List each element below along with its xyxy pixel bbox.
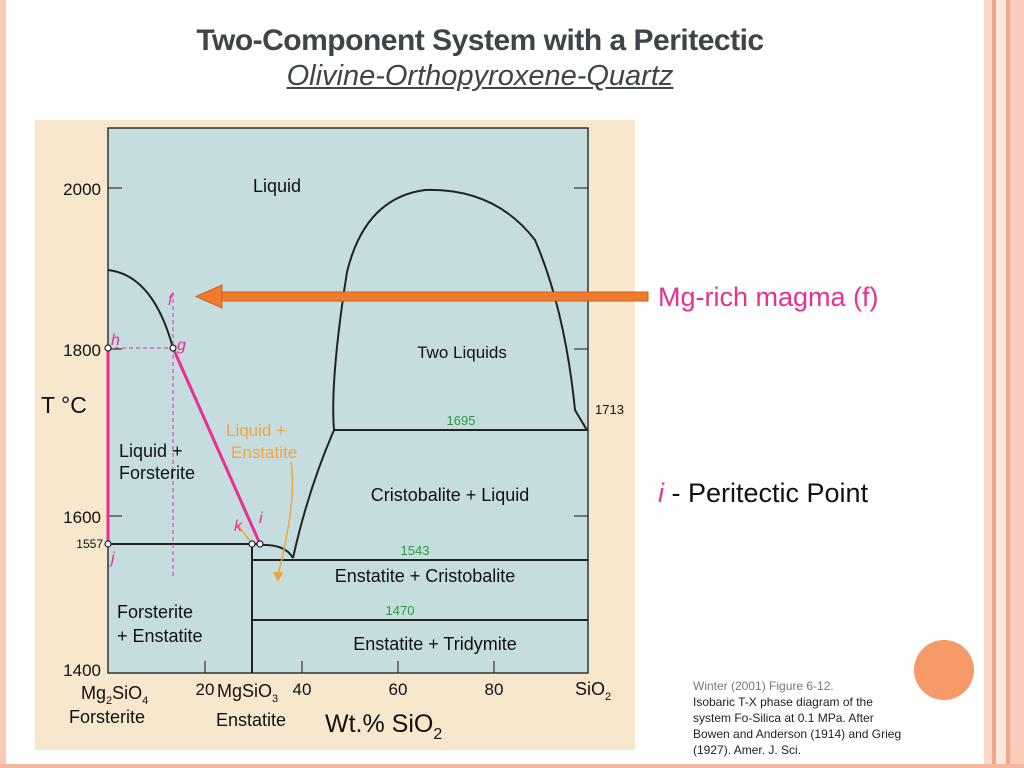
isotherm-label-1543: 1543 bbox=[401, 543, 430, 558]
citation-body: Isobaric T-X phase diagram of the system… bbox=[693, 695, 902, 757]
region-liq-fo-2: Forsterite bbox=[119, 463, 195, 483]
label-j: j bbox=[109, 550, 115, 567]
region-two-liquids: Two Liquids bbox=[417, 343, 507, 362]
annotation-peritectic: i - Peritectic Point bbox=[658, 478, 868, 509]
point-i bbox=[256, 540, 264, 548]
label-h: h bbox=[111, 332, 120, 349]
region-liq-en-1: Liquid + bbox=[226, 421, 286, 440]
region-enstatite-cristobalite: Enstatite + Cristobalite bbox=[335, 566, 516, 586]
decorative-circle bbox=[914, 640, 974, 700]
y-tick-2000: 2000 bbox=[63, 180, 101, 199]
y-tick-1600: 1600 bbox=[63, 508, 101, 527]
y-tick-1557: 1557 bbox=[76, 537, 103, 551]
immiscibility-dome bbox=[332, 188, 588, 431]
plot-area bbox=[107, 127, 589, 674]
axis-ticks bbox=[108, 187, 588, 673]
x-tick-60: 60 bbox=[389, 680, 408, 699]
annotation-magma: Mg-rich magma (f) bbox=[658, 282, 879, 312]
x-axis-label: Wt.% SiO2 bbox=[325, 710, 442, 743]
citation: Winter (2001) Figure 6-12. Isobaric T-X … bbox=[693, 678, 913, 758]
region-cristobalite-liquid: Cristobalite + Liquid bbox=[371, 485, 530, 505]
label-g: g bbox=[177, 337, 186, 354]
magma-arrow-head bbox=[194, 284, 223, 309]
label-i: i bbox=[259, 510, 263, 527]
liquidus-forsterite bbox=[107, 269, 174, 349]
region-liquid: Liquid bbox=[253, 176, 301, 196]
x-end-forsterite-name: Forsterite bbox=[69, 707, 145, 727]
y-tick-1800: 1800 bbox=[63, 341, 101, 360]
isotherm-label-1695: 1695 bbox=[447, 413, 476, 428]
point-k bbox=[248, 540, 256, 548]
liquidus-enstatite bbox=[259, 543, 294, 559]
x-tick-20: 20 bbox=[196, 680, 215, 699]
x-tick-80: 80 bbox=[485, 680, 504, 699]
point-j bbox=[104, 540, 112, 548]
region-enstatite-tridymite: Enstatite + Tridymite bbox=[353, 634, 517, 654]
region-fo-en-1: Forsterite bbox=[117, 602, 193, 622]
y-axis-label: T °C bbox=[41, 392, 87, 418]
annotation-peritectic-letter: i bbox=[658, 478, 664, 508]
x-end-silica-formula: SiO2 bbox=[575, 679, 611, 703]
phase-diagram: 2000 1800 1600 1400 1557 T °C 20 40 60 8… bbox=[35, 120, 635, 750]
label-f: f bbox=[168, 292, 174, 309]
label-k: k bbox=[234, 518, 243, 535]
y-tick-1400: 1400 bbox=[63, 661, 101, 680]
citation-source: Winter (2001) Figure 6-12. bbox=[693, 679, 834, 693]
region-fo-en-2: + Enstatite bbox=[117, 626, 203, 646]
x-mid-enstatite-formula: MgSiO3 bbox=[217, 681, 278, 705]
slide-left-border bbox=[0, 0, 6, 768]
slide-title: Two-Component System with a Peritectic bbox=[196, 24, 764, 57]
x-mid-enstatite-name: Enstatite bbox=[216, 710, 286, 730]
liquid-path-gi bbox=[171, 347, 262, 545]
point-h bbox=[104, 344, 112, 352]
region-liq-fo-1: Liquid + bbox=[119, 441, 183, 461]
magma-arrow-shaft bbox=[217, 291, 649, 302]
isotherm-label-1713: 1713 bbox=[595, 402, 624, 417]
pointer-head bbox=[273, 572, 283, 582]
slide-decorative-stripes bbox=[984, 0, 1024, 768]
isotherm-label-1470: 1470 bbox=[386, 603, 415, 618]
annotation-peritectic-text: - Peritectic Point bbox=[664, 478, 869, 508]
liquid-enstatite-pointer bbox=[277, 461, 294, 576]
region-liq-en-2: Enstatite bbox=[231, 443, 297, 462]
slide-subtitle: Olivine-Orthopyroxene-Quartz bbox=[286, 60, 674, 92]
slide-bottom-border bbox=[0, 764, 1024, 768]
x-end-forsterite-formula: Mg2SiO4 bbox=[81, 683, 148, 707]
k-pointer bbox=[237, 524, 251, 542]
magma-arrow bbox=[194, 284, 649, 309]
liquidus-cristobalite bbox=[292, 429, 335, 559]
point-g bbox=[169, 344, 177, 352]
x-tick-40: 40 bbox=[293, 680, 312, 699]
